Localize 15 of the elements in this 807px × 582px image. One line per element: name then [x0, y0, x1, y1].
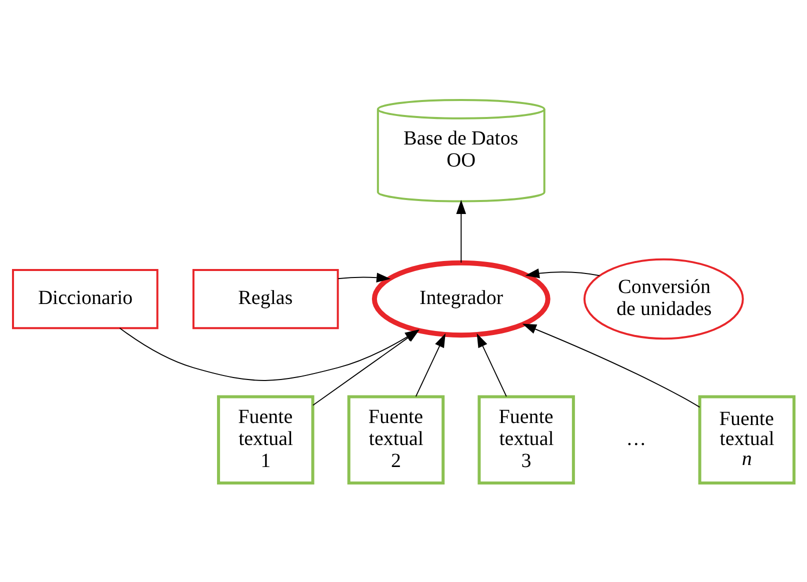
node-box: Reglas	[192, 268, 339, 329]
node-box: Diccionario	[12, 268, 158, 329]
node-box: Fuente textual 1	[217, 394, 314, 484]
arrow	[525, 268, 600, 278]
node-ellipse: Integrador	[372, 260, 550, 338]
node-box: Fuente textual n	[698, 394, 796, 484]
arrow	[522, 323, 700, 408]
node-box: Fuente textual 3	[478, 394, 575, 484]
node-box: Fuente textual 2	[347, 394, 445, 484]
label: …	[626, 427, 646, 450]
arrow	[476, 332, 507, 396]
node-ellipse: Conversión de unidades	[583, 258, 744, 340]
arrow	[456, 199, 466, 262]
arrow	[338, 272, 391, 282]
arrow	[415, 332, 446, 396]
